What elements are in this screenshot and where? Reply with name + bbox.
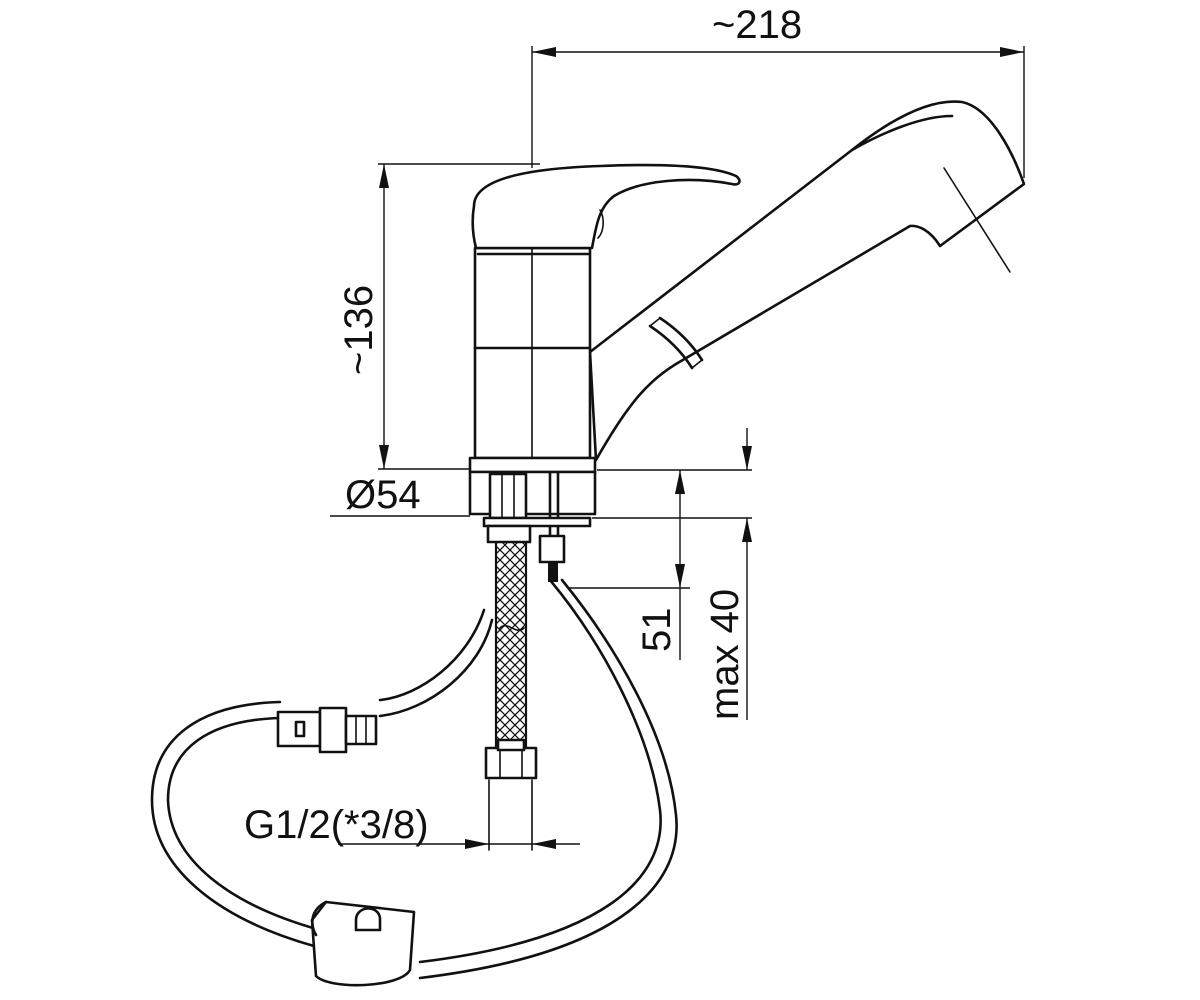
supply-hose: [276, 608, 494, 754]
dimension-height: ~136: [337, 163, 540, 470]
supply-nut: [484, 746, 538, 780]
braided-hose: [484, 538, 538, 780]
dimension-diameter-label: Ø54: [345, 473, 421, 517]
dimension-length: ~218: [531, 3, 1025, 178]
dimension-mount-depth-label: 51: [635, 608, 679, 653]
dimension-height-label: ~136: [337, 285, 381, 375]
spray-hose: [150, 578, 678, 980]
dimension-max-thickness: max 40: [592, 428, 752, 720]
dimension-mount-depth: 51: [567, 469, 752, 660]
dimension-max-thickness-label: max 40: [703, 589, 747, 720]
dimension-thread-label: G1/2(*3/8): [244, 803, 429, 847]
dimension-length-label: ~218: [712, 3, 802, 47]
dimension-diameter: Ø54: [330, 473, 470, 517]
faucet-body: [468, 100, 1026, 582]
hose-connector: [276, 710, 322, 748]
dimension-thread: G1/2(*3/8): [244, 779, 580, 851]
hose-counterweight: [310, 900, 416, 987]
